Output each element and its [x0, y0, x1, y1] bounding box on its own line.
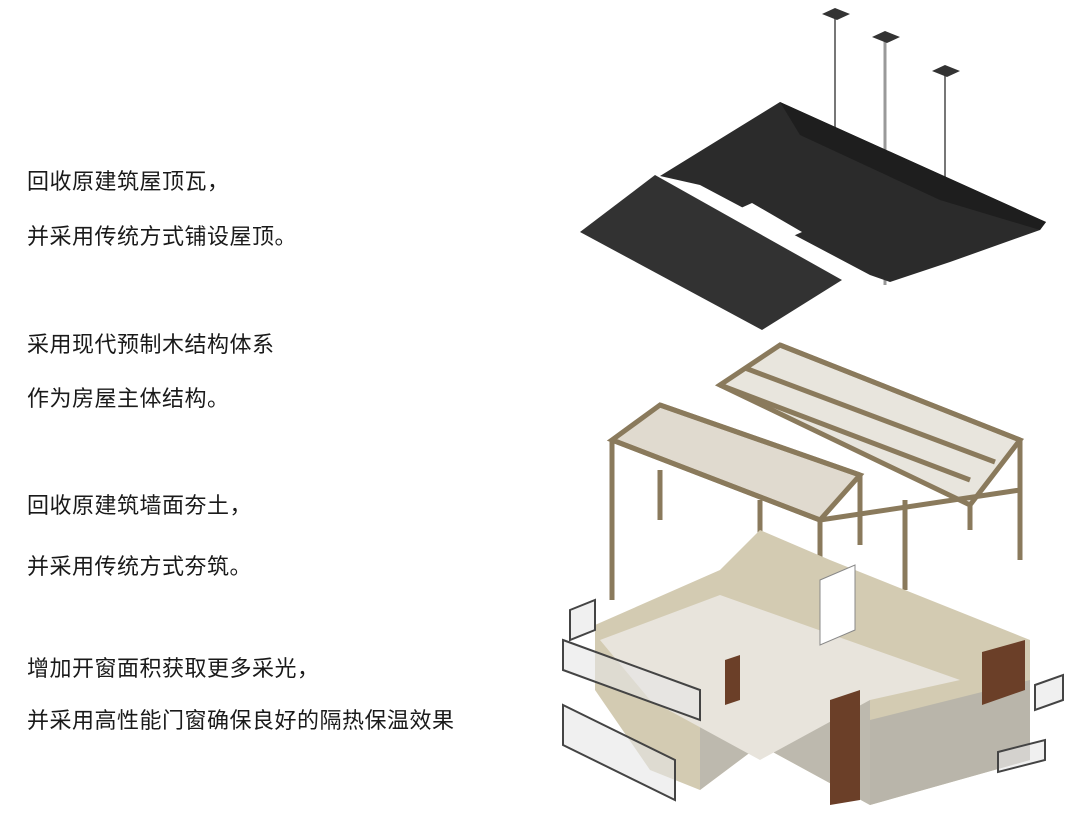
exploded-axonometric-diagram — [562, 8, 1064, 805]
wall-layer — [595, 530, 1030, 805]
caption-structure-line1: 采用现代预制木结构体系 — [27, 333, 275, 358]
caption-wall-line2: 并采用传统方式夯筑。 — [27, 555, 253, 580]
caption-window-line2: 并采用高性能门窗确保良好的隔热保温效果 — [27, 709, 455, 734]
caption-roof-line1: 回收原建筑屋顶瓦， — [27, 170, 230, 195]
caption-roof-line2: 并采用传统方式铺设屋顶。 — [27, 225, 298, 250]
timber-frame-layer — [606, 342, 1025, 600]
caption-wall-line1: 回收原建筑墙面夯土， — [27, 494, 253, 519]
roof-layer — [580, 8, 1046, 330]
caption-window-line1: 增加开窗面积获取更多采光， — [27, 657, 320, 682]
window-layer — [562, 598, 1064, 802]
caption-structure-line2: 作为房屋主体结构。 — [27, 387, 230, 412]
